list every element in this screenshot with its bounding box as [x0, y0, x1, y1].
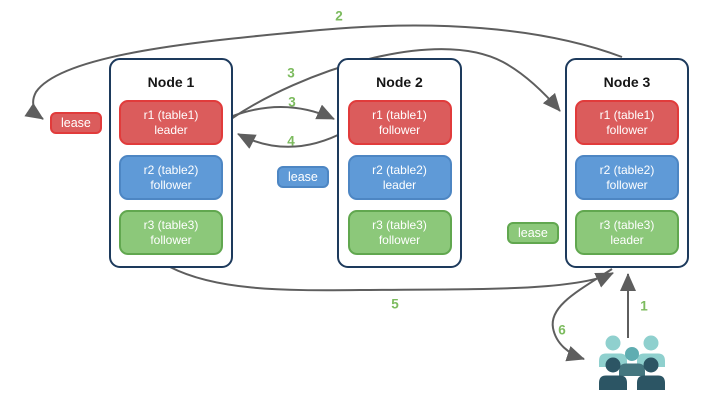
replica-name: r2 (table2) [599, 162, 655, 177]
node-3: Node 3 r1 (table1) follower r2 (table2) … [565, 58, 689, 268]
replica-name: r2 (table2) [372, 162, 427, 177]
arrow-step-3-node2 [229, 104, 335, 120]
node-3-replica-r3: r3 (table3) leader [575, 210, 679, 255]
replica-name: r3 (table3) [372, 217, 427, 232]
replica-role: leader [154, 122, 188, 137]
step-label-1: 1 [640, 298, 648, 314]
replica-role: follower [150, 232, 192, 247]
arrow-step-5 [169, 266, 614, 292]
node-2-replica-r2: r2 (table2) leader [347, 155, 452, 200]
replica-name: r1 (table1) [143, 107, 199, 122]
node-1: Node 1 r1 (table1) leader r2 (table2) fo… [109, 58, 233, 268]
replica-name: r3 (table3) [599, 217, 655, 232]
arrow-step-4 [237, 130, 347, 149]
replica-name: r1 (table1) [599, 107, 655, 122]
node-1-replica-r3: r3 (table3) follower [119, 210, 223, 255]
replica-role: follower [606, 122, 648, 137]
node-2-title: Node 2 [376, 74, 423, 90]
arrow-step-2 [24, 24, 623, 120]
step-label-3-upper: 3 [287, 65, 295, 81]
replica-role: leader [382, 177, 417, 192]
replica-name: r2 (table2) [143, 162, 199, 177]
step-label-2: 2 [335, 8, 343, 24]
arrow-step-6 [551, 268, 613, 362]
replica-role: follower [150, 177, 192, 192]
node-3-title: Node 3 [603, 74, 651, 90]
replica-role: follower [378, 232, 421, 247]
lease-badge-blue: lease [277, 166, 329, 188]
node-1-title: Node 1 [147, 74, 195, 90]
replica-name: r1 (table1) [372, 107, 427, 122]
node-1-replica-r2: r2 (table2) follower [119, 155, 223, 200]
step-label-5: 5 [391, 296, 399, 312]
node-2: Node 2 r1 (table1) follower r2 (table2) … [337, 58, 462, 268]
replica-role: follower [606, 177, 648, 192]
replica-role: follower [378, 122, 421, 137]
replica-name: r3 (table3) [143, 217, 199, 232]
node-2-replica-r1: r1 (table1) follower [347, 100, 452, 145]
node-2-replica-r3: r3 (table3) follower [347, 210, 452, 255]
step-label-6: 6 [558, 322, 566, 338]
node-3-replica-r2: r2 (table2) follower [575, 155, 679, 200]
step-label-4: 4 [287, 133, 295, 149]
node-3-replica-r1: r1 (table1) follower [575, 100, 679, 145]
users-icon [599, 335, 665, 390]
replica-role: leader [610, 232, 644, 247]
lease-badge-red: lease [50, 112, 102, 134]
lease-badge-green: lease [507, 222, 559, 244]
arrow-step-3-node3 [230, 48, 561, 120]
step-label-3-lower: 3 [288, 94, 296, 110]
node-1-replica-r1: r1 (table1) leader [119, 100, 223, 145]
